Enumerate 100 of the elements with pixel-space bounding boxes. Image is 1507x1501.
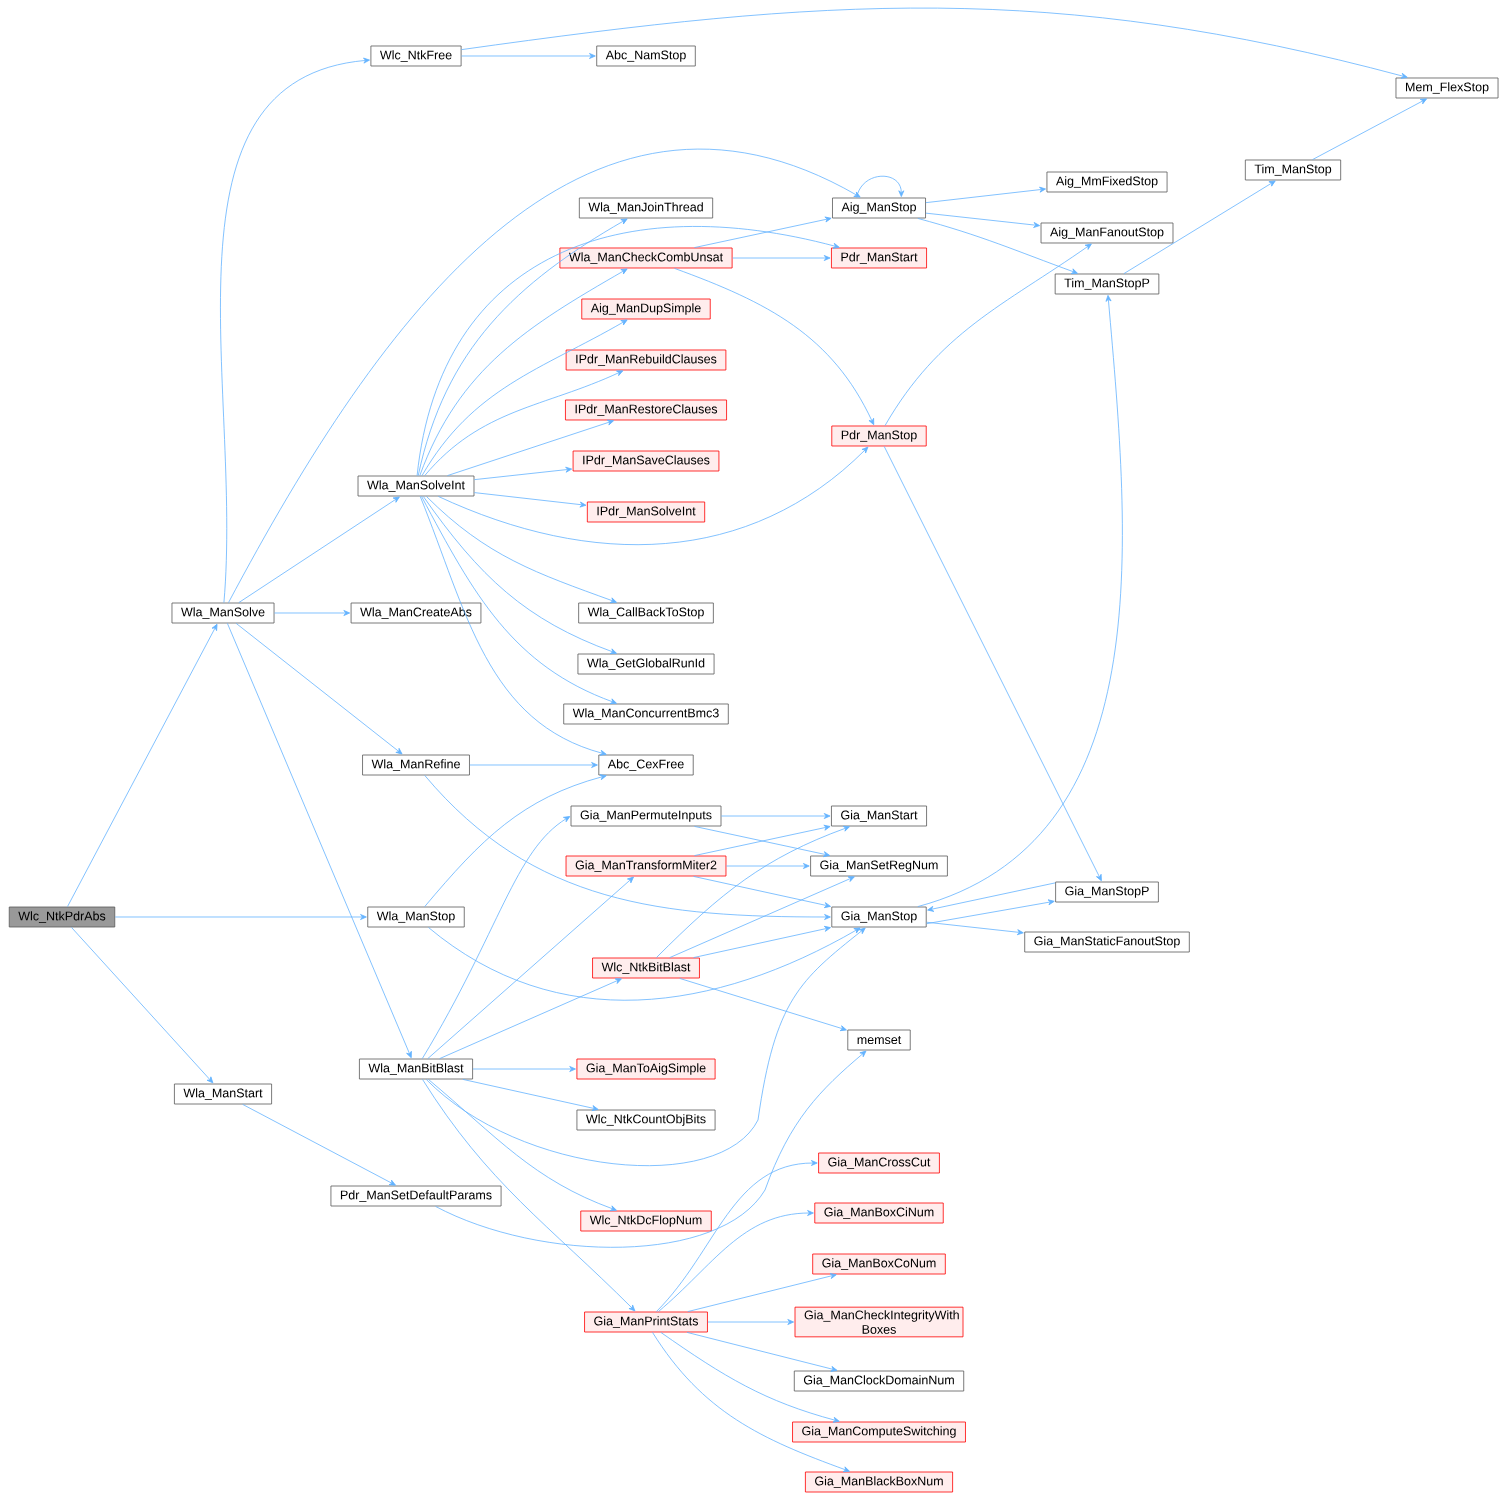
function-box: Aig_MmFixedStop <box>1046 171 1168 193</box>
arrow <box>437 446 869 545</box>
function-box: Wla_ManCheckCombUnsat <box>559 247 733 269</box>
function-box: Gia_ManStart <box>831 805 927 827</box>
function-box: Gia_ManToAigSimple <box>576 1058 716 1080</box>
arrow <box>1123 180 1276 274</box>
arrow <box>927 882 1056 912</box>
arrow <box>707 1319 794 1325</box>
function-box: Gia_ManBoxCoNum <box>812 1253 946 1275</box>
arrow <box>656 1160 818 1312</box>
arrow <box>114 914 367 920</box>
function-box: Wla_ManBitBlast <box>359 1058 473 1080</box>
function-box: Gia_ManBoxCiNum <box>814 1202 944 1224</box>
function-box: memset <box>847 1029 911 1051</box>
arrow <box>917 295 1123 907</box>
arrow <box>417 218 628 476</box>
arrow <box>419 496 607 756</box>
arrow <box>472 1066 576 1072</box>
arrow <box>732 255 831 261</box>
arrow <box>686 1332 838 1372</box>
arrow <box>679 978 847 1032</box>
arrow <box>674 268 875 426</box>
arrow <box>694 216 832 248</box>
arrow <box>67 623 218 907</box>
arrow <box>925 212 1041 228</box>
function-box: Gia_ManSetRegNum <box>810 855 948 877</box>
function-box: Gia_ManComputeSwitching <box>792 1421 966 1443</box>
arrow <box>242 1104 396 1186</box>
function-box: Gia_ManTransformMiter2 <box>565 855 727 877</box>
function-box: Wla_ManJoinThread <box>578 197 714 219</box>
function-box: Tim_ManStopP <box>1054 273 1160 295</box>
arrow <box>439 978 622 1059</box>
function-box: Wlc_NtkCountObjBits <box>576 1109 716 1131</box>
arrow <box>220 57 370 603</box>
arrow <box>656 825 850 958</box>
arrow <box>227 623 412 1059</box>
function-box: Wla_GetGlobalRunId <box>577 653 715 675</box>
arrow <box>421 496 617 705</box>
arrow <box>447 419 614 476</box>
arrow <box>660 1332 840 1423</box>
function-box: IPdr_ManSolveInt <box>586 501 706 523</box>
arrow <box>435 1050 867 1248</box>
arrow <box>461 53 596 59</box>
arrow <box>426 496 617 604</box>
arrow <box>693 925 831 958</box>
function-box: Gia_ManPermuteInputs <box>570 805 722 827</box>
function-box: Wlc_NtkFree <box>370 45 462 67</box>
arrow <box>856 175 905 198</box>
arrow <box>424 370 624 476</box>
arrow <box>1312 98 1427 160</box>
arrow <box>461 7 1408 79</box>
function-box: Gia_ManCrossCut <box>818 1152 940 1174</box>
function-box: Wlc_NtkPdrAbs <box>8 906 116 928</box>
function-box: Wla_ManRefine <box>362 754 470 776</box>
arrow <box>428 1079 617 1212</box>
arrow <box>274 610 351 616</box>
arrow <box>693 876 831 909</box>
arrow <box>422 1079 636 1312</box>
function-box: Wla_ManStart <box>174 1083 272 1105</box>
function-box: Aig_ManDupSimple <box>581 298 711 320</box>
arrow <box>917 218 1078 275</box>
arrow <box>669 876 855 958</box>
function-box: Wlc_NtkBitBlast <box>592 957 700 979</box>
arrow <box>926 899 1055 925</box>
arrow <box>687 1273 837 1312</box>
arrow <box>238 496 400 603</box>
function-box: Wla_ManCreateAbs <box>350 602 482 624</box>
function-box: IPdr_ManSaveClauses <box>572 450 720 472</box>
arrow <box>235 623 403 755</box>
function-box: Mem_FlexStop <box>1395 77 1499 99</box>
function-box: Wla_ManStop <box>367 906 465 928</box>
function-box: Wla_ManConcurrentBmc3 <box>563 703 729 725</box>
function-box: Gia_ManBlackBoxNum <box>805 1471 953 1493</box>
arrow <box>421 816 571 1059</box>
arrow <box>658 1210 814 1312</box>
arrow <box>419 268 628 476</box>
function-box: Wla_ManSolve <box>171 602 275 624</box>
arrow <box>925 186 1046 204</box>
function-box: Aig_ManFanoutStop <box>1040 222 1174 244</box>
function-box: Gia_ManStop <box>831 906 927 928</box>
arrow <box>721 813 831 819</box>
arrow <box>428 927 861 1001</box>
arrow <box>462 1079 599 1112</box>
function-box: Gia_ManStopP <box>1055 881 1159 903</box>
arrow <box>424 775 831 920</box>
arrow <box>474 466 573 481</box>
function-box: Wla_ManSolveInt <box>357 475 475 497</box>
arrow <box>421 319 628 476</box>
function-box: Wlc_NtkDcFlopNum <box>580 1210 712 1232</box>
function-box: Pdr_ManSetDefaultParams <box>330 1185 502 1207</box>
arrow <box>425 927 866 1167</box>
function-box: IPdr_ManRestoreClauses <box>565 399 727 421</box>
function-box: Gia_ManStaticFanoutStop <box>1024 931 1190 953</box>
arrow <box>884 243 1092 426</box>
arrow <box>652 1332 850 1473</box>
arrow <box>416 226 840 476</box>
arrow <box>71 927 214 1084</box>
function-box: Pdr_ManStart <box>831 247 927 269</box>
function-box: Aig_ManStop <box>832 197 926 219</box>
function-box: Wla_CallBackToStop <box>578 602 714 624</box>
